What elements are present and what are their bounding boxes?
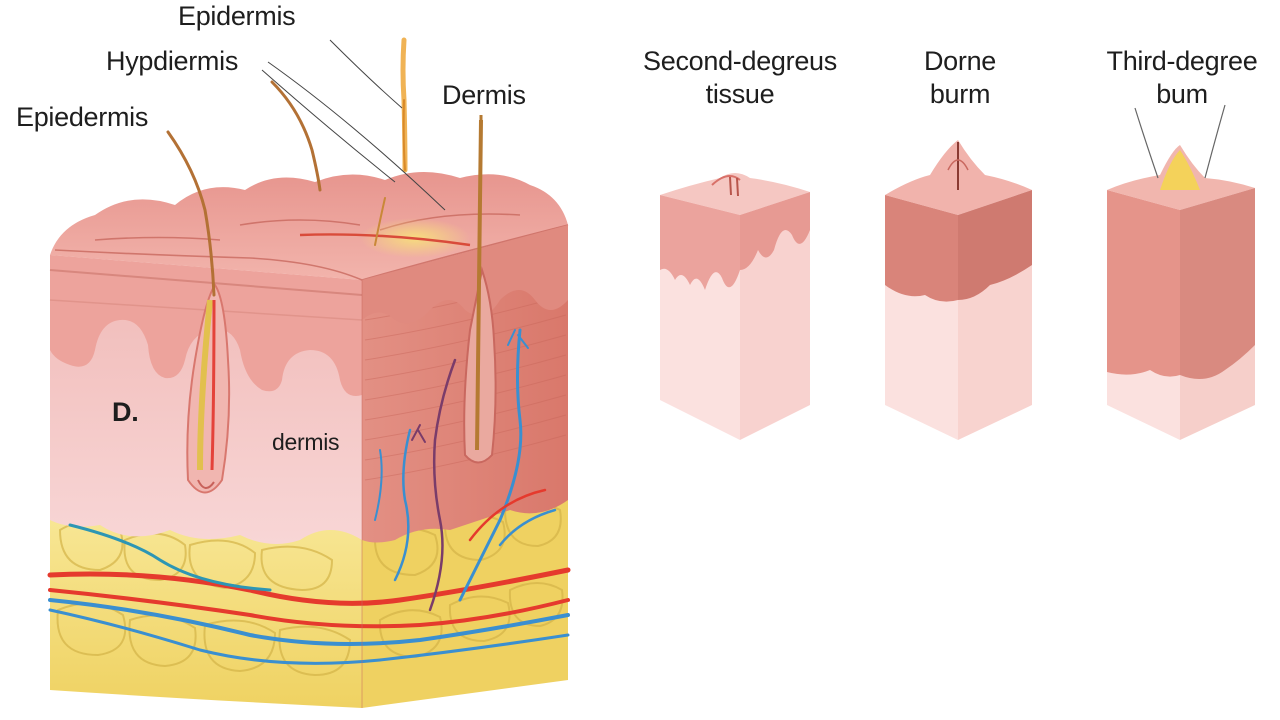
burn-title-line2: burm (929, 79, 991, 109)
burn-title-line2: tissue (705, 79, 775, 109)
label-burn-dorne: Dorne burm (880, 45, 1040, 111)
label-dermis: Dermis (442, 80, 526, 110)
burn-title-line1: Dorne (923, 46, 997, 76)
burn-block-third-degree (1107, 104, 1255, 440)
burn-block-second-degree (660, 173, 810, 440)
blood-vessel-icon (47, 328, 571, 665)
label-burn-second-degree: Second-degreus tissue (620, 45, 860, 111)
label-hypodermis: Hypdiermis (106, 46, 239, 76)
label-dermis-inner: dermis (272, 429, 340, 455)
burn-title-line1: Second-degreus (643, 46, 837, 76)
burn-block-dorne (885, 140, 1032, 440)
hair-follicle-icon (186, 115, 497, 494)
label-epidermis-left: Epiedermis (16, 102, 149, 132)
label-burn-third-degree: Third-degree bum (1092, 45, 1272, 111)
burn-title-line2: bum (1156, 79, 1208, 109)
burn-title-line1: Third-degree (1106, 46, 1258, 76)
label-epidermis-top: Epidermis (178, 1, 296, 31)
label-d: D. (112, 397, 139, 427)
